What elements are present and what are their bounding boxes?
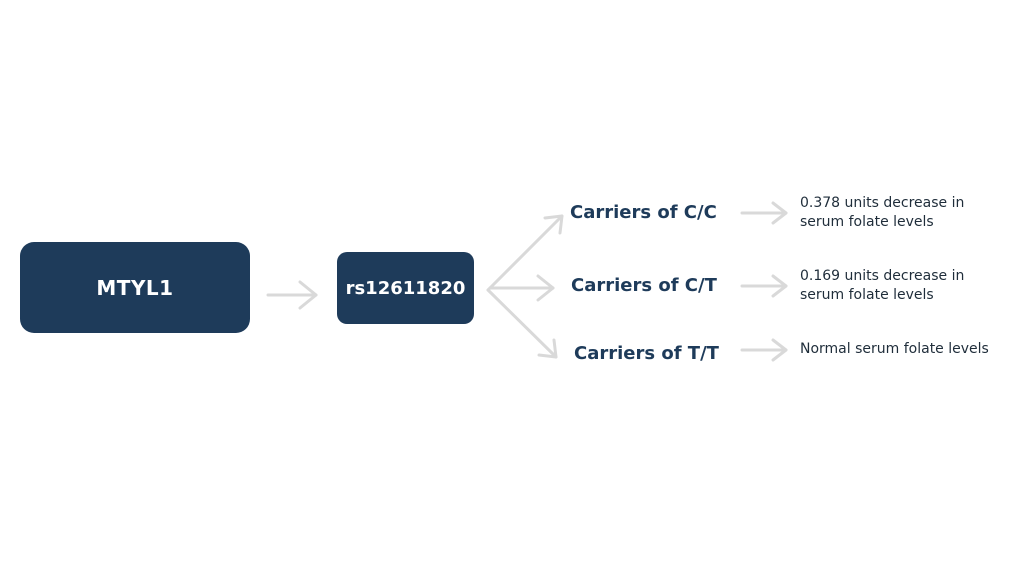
outcome-tt-line1: Normal serum folate levels (800, 341, 989, 357)
gene-node: MTYL1 (20, 242, 250, 333)
outcome-ct: 0.169 units decrease in serum folate lev… (800, 267, 964, 305)
outcome-cc-line1: 0.378 units decrease in (800, 195, 965, 211)
outcome-ct-line2: serum folate levels (800, 287, 934, 303)
genotype-ct-label: Carriers of C/T (571, 275, 717, 296)
arrow-cc-to-outcome (740, 201, 788, 225)
genotype-tt-label: Carriers of T/T (574, 343, 719, 364)
arrow-tt-to-outcome (740, 338, 788, 362)
genotype-cc-label: Carriers of C/C (570, 202, 717, 223)
outcome-cc: 0.378 units decrease in serum folate lev… (800, 194, 964, 232)
arrow-ct-to-outcome (740, 274, 788, 298)
arrow-snp-to-ct (488, 274, 555, 302)
snp-node: rs12611820 (337, 252, 474, 324)
arrow-snp-to-tt (486, 288, 558, 359)
arrow-snp-to-cc (486, 214, 564, 292)
arrow-gene-to-snp (266, 280, 318, 310)
outcome-cc-line2: serum folate levels (800, 214, 934, 230)
gene-label: MTYL1 (96, 275, 174, 300)
outcome-tt: Normal serum folate levels (800, 340, 989, 359)
outcome-ct-line1: 0.169 units decrease in (800, 268, 965, 284)
snp-label: rs12611820 (345, 277, 466, 299)
